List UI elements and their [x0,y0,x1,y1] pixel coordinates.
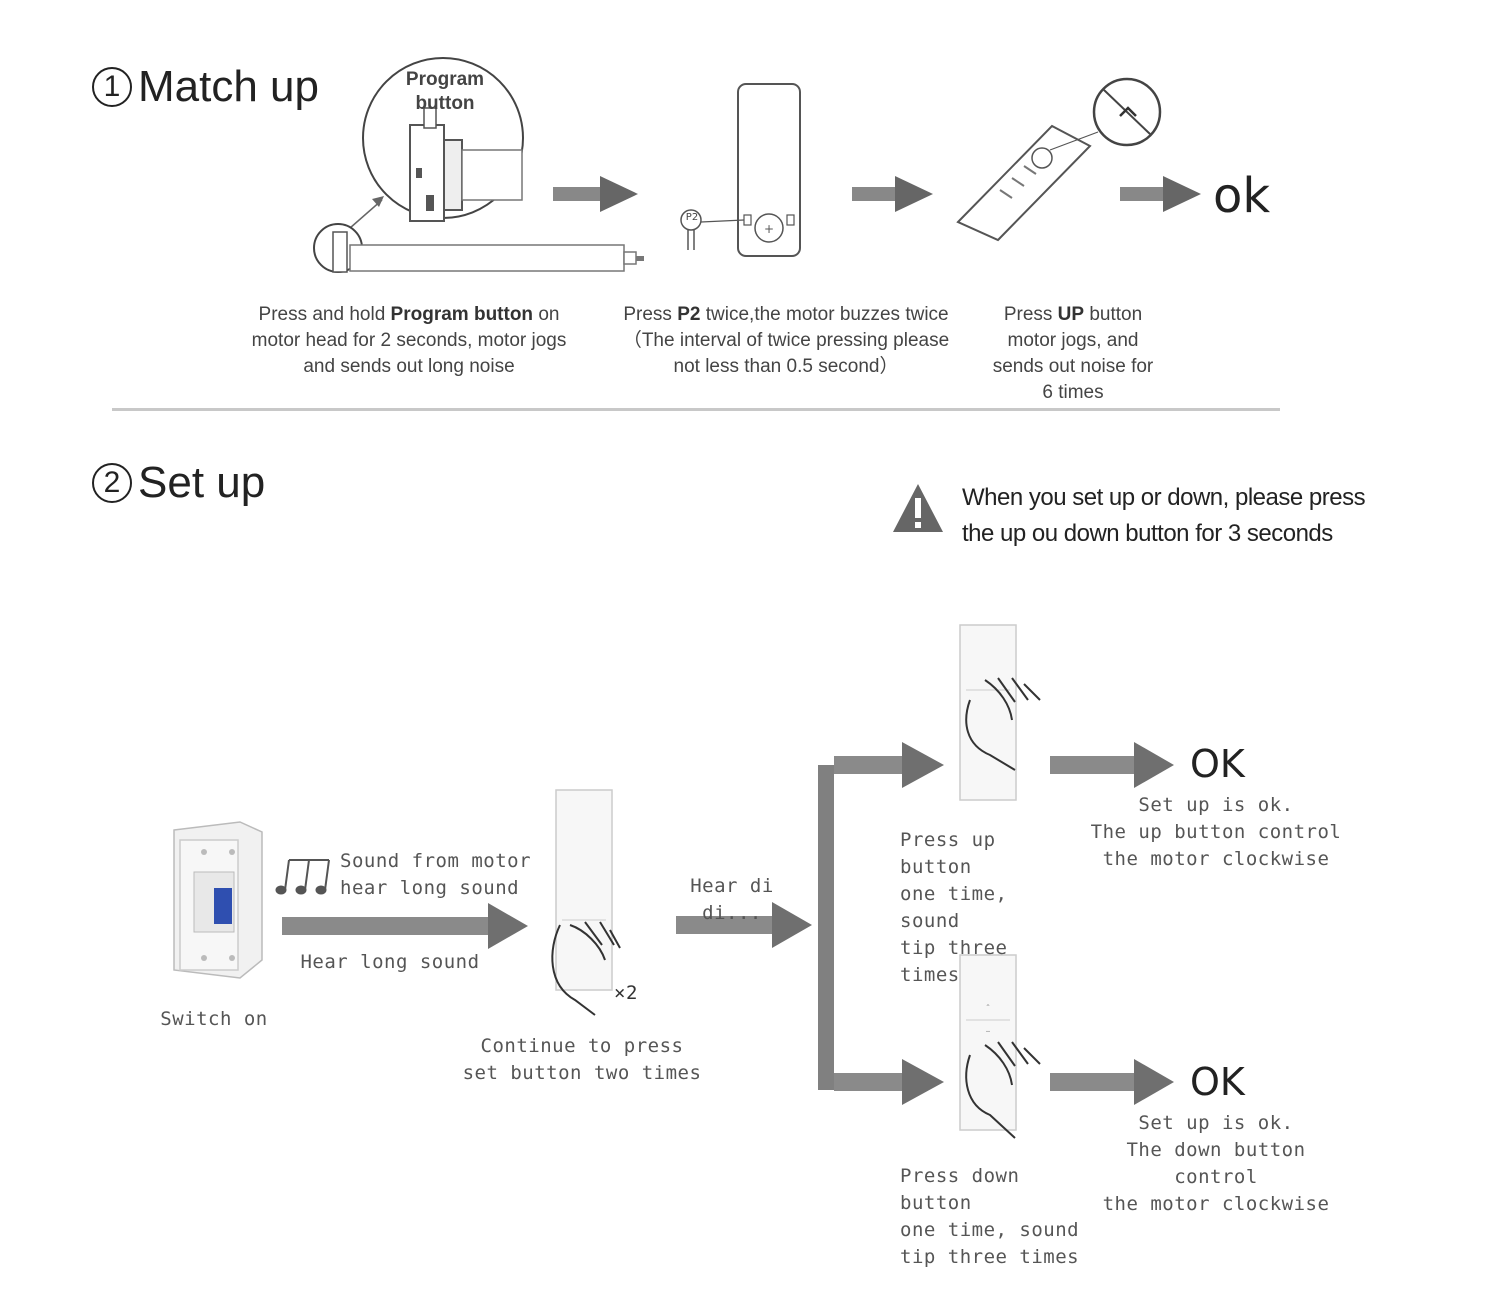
step-number-badge: 2 [92,463,132,503]
result-line: the motor clockwise [1102,848,1330,870]
caption-text: Press and hold [258,304,391,325]
caption-line: （The interval of twice pressing please [622,330,950,351]
sound-line: Sound from motor [340,850,532,872]
down-caption: Press down button one time, sound tip th… [900,1163,1090,1271]
hand-icon [965,1041,1041,1139]
caption-bold-text: P2 [677,304,701,325]
result-line: Set up is ok. [1138,1112,1294,1134]
warning-text: When you set up or down, please press th… [962,480,1482,552]
program-button-label-line: button [415,93,475,114]
result-line: Set up is ok. [1138,794,1294,816]
handheld-remote-icon [956,77,1162,242]
circuit-breaker-icon [173,821,263,979]
x2-label: ×2 [614,982,638,1004]
up-caption: Press up button one time, sound tip thre… [900,827,1070,989]
step3-caption: Press UP button motor jogs, and sends ou… [976,302,1170,406]
section-title-text: Match up [138,62,319,111]
sound-line: hear long sound [340,877,520,899]
warning-line: When you set up or down, please press [962,484,1366,511]
caption-line: and sends out long noise [303,356,515,377]
caption-line: one time, sound [900,1219,1080,1241]
arrow-icon [676,902,812,948]
caption-line: motor jogs, and [1007,330,1139,351]
caption-line: tip three times [900,937,1008,986]
svg-text:–: – [986,1026,991,1037]
caption-text: on [533,304,560,325]
svg-text:+: + [764,222,774,236]
down-result-text: Set up is ok. The down button control th… [1084,1110,1348,1218]
section-divider [112,408,1280,411]
caption-text: Press [623,304,678,325]
continue-caption: Continue to press set button two times [462,1033,702,1087]
arrow-icon [834,1059,944,1105]
caption-text: twice,the motor buzzes twice [700,304,949,325]
arrow-icon [1050,742,1174,788]
arrow-icon [1050,1059,1174,1105]
arrow-icon [282,903,528,949]
hand-icon [551,921,621,1016]
result-line: the motor clockwise [1102,1193,1330,1215]
hear-di-label: Hear di di... [690,875,774,924]
warning-icon [893,484,943,532]
caption-bold-text: UP [1057,304,1085,325]
caption-line: not less than 0.5 second） [673,356,899,377]
warning-line: the up ou down button for 3 seconds [962,520,1333,547]
ok-label: ok [1213,168,1271,224]
hand-icon [965,677,1041,771]
caption-line: Press up button [900,829,996,878]
caption-line: one time, sound [900,883,1008,932]
p2-label: P2 [685,212,699,223]
branch-connector [818,765,834,1090]
caption-bold-text: Program button [390,304,534,325]
wall-remote-icon [555,789,613,991]
arrow-icon [834,742,944,788]
sound-from-motor-text: Sound from motor hear long sound [340,848,540,902]
remote-back-icon: + [680,83,801,257]
up-result-text: Set up is ok. The up button control the … [1090,792,1342,873]
wall-remote-icon [959,624,1017,801]
program-button-label-line: Program [405,69,485,90]
step-number-badge: 1 [92,67,132,107]
step2-caption: Press P2 twice,the motor buzzes twice （T… [598,302,974,380]
caption-line: set button two times [462,1062,702,1084]
result-line: The up button control [1090,821,1342,843]
caption-line: Press down button [900,1165,1020,1214]
arrow-icon [852,176,933,212]
hear-long-sound-label: Hear long sound [300,951,480,973]
ok-label-up: OK [1190,742,1245,786]
step1-caption: Press and hold Program button on motor h… [228,302,590,380]
arrow-icon [553,176,638,212]
caption-text: Press [1003,304,1058,325]
section-2-title: 2 Set up [92,458,265,508]
program-button-label: Program button [393,68,497,116]
wall-remote-icon: ˆ – [959,954,1017,1131]
result-line: The down button control [1126,1139,1306,1188]
switch-on-label: Switch on [160,1008,268,1030]
music-note-icon [275,859,330,895]
tube-motor-icon [313,223,644,273]
arrow-icon [1120,176,1201,212]
svg-text:ˆ: ˆ [986,1003,991,1015]
caption-line: tip three times [900,1246,1080,1268]
caption-line: 6 times [1042,382,1104,403]
caption-line: Continue to press [480,1035,684,1057]
caption-line: sends out noise for [992,356,1154,377]
caption-text: button [1084,304,1143,325]
section-title-text: Set up [138,458,266,507]
ok-label-down: OK [1190,1060,1245,1104]
section-1-title: 1 Match up [92,62,319,112]
program-button-magnifier-icon [362,57,524,222]
caption-line: motor head for 2 seconds, motor jogs [251,330,567,351]
